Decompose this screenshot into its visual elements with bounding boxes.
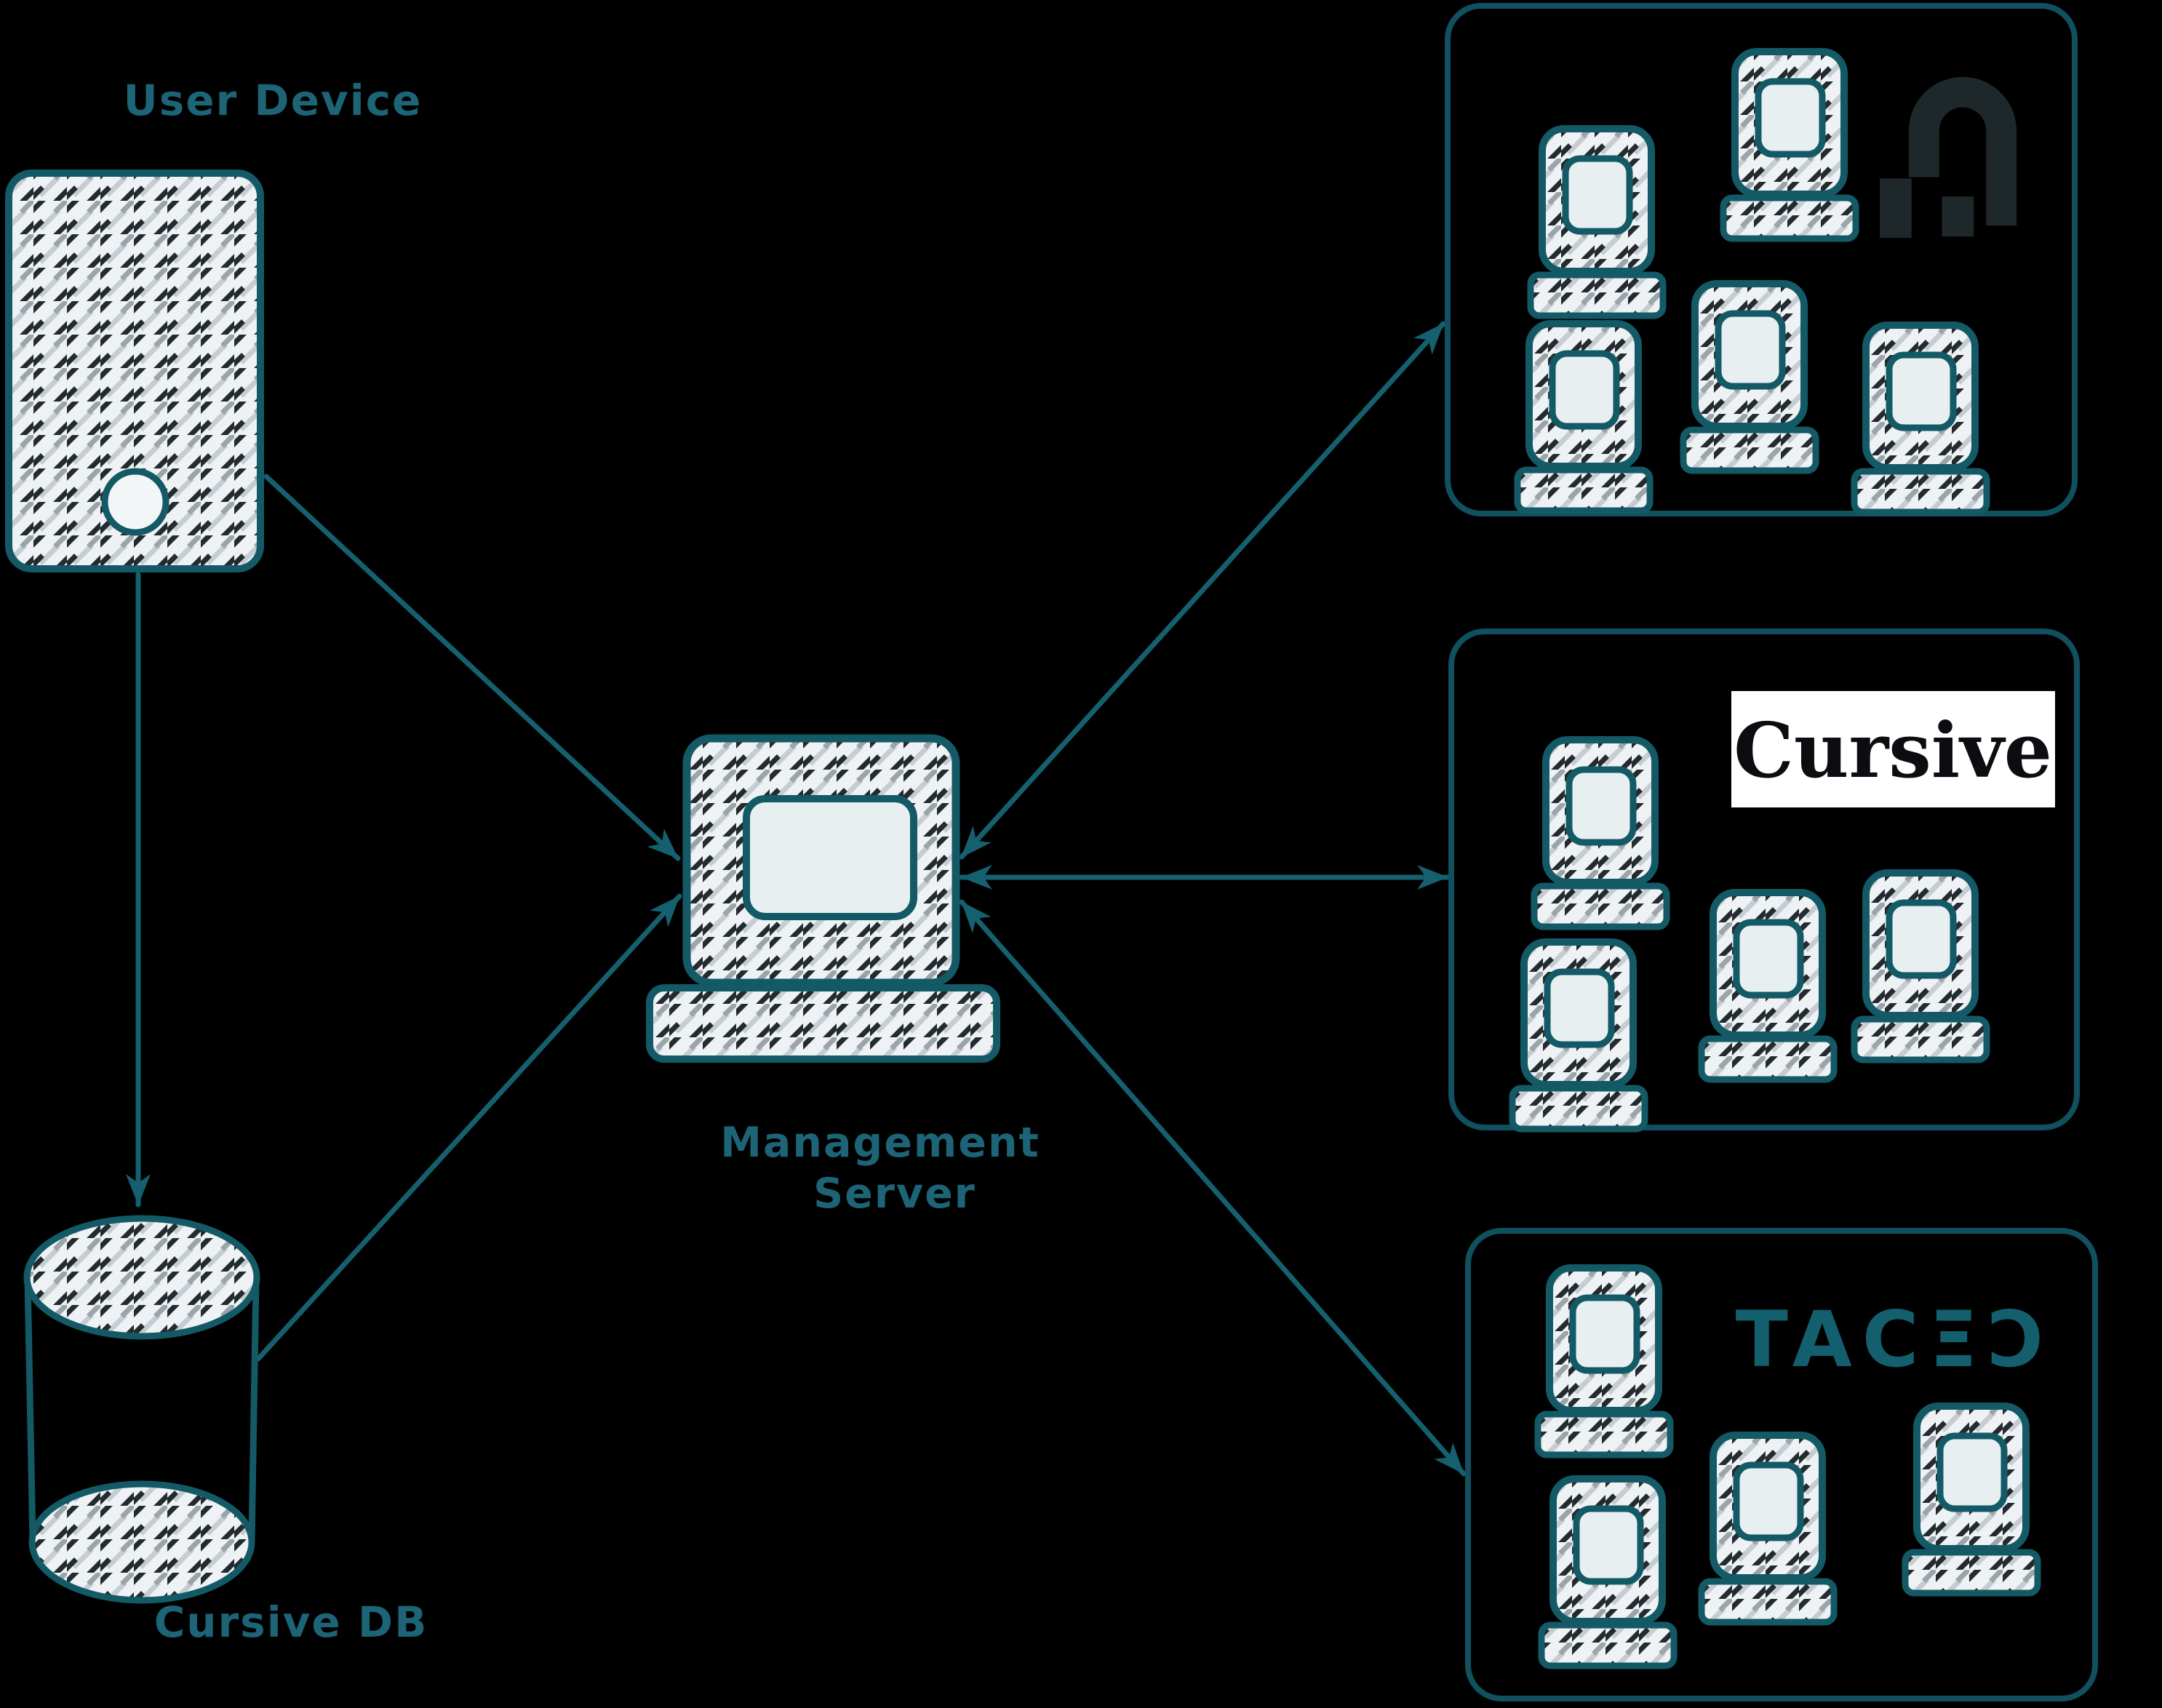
connector-lines bbox=[126, 321, 1467, 1477]
cursive-logo: Cursive bbox=[1731, 691, 2055, 807]
computer-icon bbox=[1723, 52, 1856, 239]
management-server-node: Management Server bbox=[646, 734, 1040, 1218]
computer-icon bbox=[1854, 325, 1987, 512]
management-server-label-line1: Management bbox=[720, 1119, 1040, 1167]
smartphone-icon bbox=[5, 169, 264, 572]
user-device-label: User Device bbox=[124, 76, 423, 125]
computer-icon bbox=[1531, 129, 1663, 316]
computer-icon bbox=[1512, 942, 1645, 1129]
computer-icon bbox=[1854, 873, 1987, 1060]
computer-icon bbox=[1517, 324, 1650, 511]
computer-icon bbox=[1683, 284, 1816, 471]
cluster-middle: Cursive bbox=[1448, 628, 2080, 1130]
computer-icon bbox=[1905, 1406, 2038, 1593]
cursive-logo-background bbox=[1731, 691, 2055, 807]
edge-device-to-server bbox=[263, 474, 681, 861]
computer-icon bbox=[1541, 1479, 1674, 1666]
management-server-label-line2: Server bbox=[813, 1170, 976, 1218]
cluster-top-border bbox=[1445, 3, 2078, 516]
arch-logo bbox=[1880, 76, 2017, 239]
cluster-middle-border bbox=[1448, 628, 2080, 1130]
cluster-top bbox=[1445, 3, 2078, 516]
computer-icon bbox=[1538, 1268, 1670, 1455]
user-device-node: User Device bbox=[5, 76, 423, 572]
taceo-wordmark: TACΞƆ bbox=[1736, 1295, 2055, 1384]
database-icon bbox=[23, 1215, 260, 1604]
home-button bbox=[101, 468, 169, 536]
edge-db-to-server bbox=[255, 893, 682, 1362]
computer-icon bbox=[1534, 740, 1667, 927]
computer-icon bbox=[1702, 893, 1834, 1080]
cluster-bottom-border bbox=[1465, 1228, 2098, 1701]
server-icon bbox=[646, 734, 1000, 1063]
cursive-wordmark: Cursive bbox=[1734, 706, 2052, 795]
cursive-db-node: Cursive DB bbox=[23, 1215, 428, 1647]
cursive-db-label: Cursive DB bbox=[154, 1597, 428, 1647]
computer-icon bbox=[1702, 1435, 1834, 1622]
edge-server-cluster-top bbox=[959, 321, 1446, 860]
cluster-bottom: TACΞƆ bbox=[1465, 1228, 2098, 1701]
edge-server-cluster-bottom bbox=[959, 899, 1467, 1477]
